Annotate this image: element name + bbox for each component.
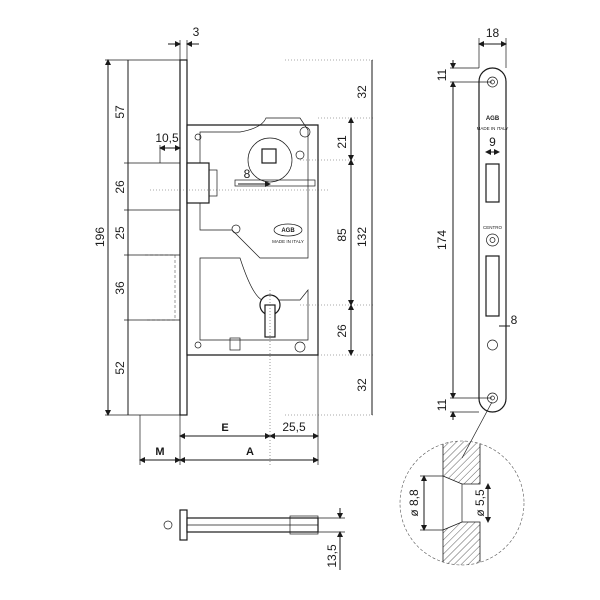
lock-logo: AGB bbox=[281, 228, 295, 234]
detail-section-lower bbox=[442, 521, 481, 565]
case-inner-contour bbox=[199, 117, 309, 259]
right-dimensions: 32 21 85 132 26 32 bbox=[285, 59, 375, 416]
logo-oval bbox=[273, 223, 303, 237]
strike-window-upper bbox=[485, 163, 500, 203]
hub-pin bbox=[295, 150, 305, 160]
dim-bottom-52: 52 bbox=[113, 361, 127, 375]
strike-adjuster-inner bbox=[489, 237, 496, 243]
detail-section-upper bbox=[442, 441, 481, 485]
dim-inner-132: 132 bbox=[355, 227, 369, 247]
cam-area bbox=[199, 257, 309, 341]
bottom-faceplate bbox=[179, 509, 188, 541]
lock-front-view: AGB MADE IN ITALY bbox=[145, 59, 330, 465]
dim-inner-diameter: ø 5,5 bbox=[473, 489, 487, 517]
dim-strike-window: 9 bbox=[489, 135, 496, 149]
dim-handle-to-key: 25,5 bbox=[282, 420, 306, 434]
bottom-dimensions: E 25,5 M A bbox=[139, 355, 319, 465]
lock-made-in: MADE IN ITALY bbox=[272, 239, 304, 244]
dim-bottom-height: 13,5 bbox=[325, 544, 339, 568]
latch-lever bbox=[234, 179, 316, 187]
dim-mid-25: 25 bbox=[113, 226, 127, 240]
bottom-screw bbox=[163, 520, 173, 530]
dim-thickness-3: 3 bbox=[193, 25, 200, 39]
left-dimensions: 57 26 25 36 52 196 bbox=[93, 59, 180, 416]
latch-width-dim: 8 bbox=[238, 167, 271, 187]
bolt-slot bbox=[229, 337, 241, 351]
latch-tip bbox=[208, 169, 218, 197]
strike-window-lower bbox=[485, 255, 500, 317]
dim-a-label: A bbox=[246, 446, 254, 458]
rivet bbox=[194, 133, 202, 141]
strike-adjuster bbox=[486, 233, 499, 247]
dim-latch-projection: 10,5 bbox=[155, 131, 179, 145]
dim-center-85: 85 bbox=[335, 228, 349, 242]
strike-dimensions: 18 11 174 11 9 8 bbox=[435, 26, 518, 420]
latch-projection-dim: 10,5 bbox=[155, 131, 181, 163]
dim-m-label: M bbox=[155, 446, 164, 458]
dim-right-top-32: 32 bbox=[355, 85, 369, 99]
rivet bbox=[194, 341, 202, 349]
screw-hole-top bbox=[299, 126, 311, 138]
strike-logo: AGB bbox=[486, 116, 500, 122]
strike-plate-view: AGB MADE IN ITALY CENTRO bbox=[477, 67, 509, 413]
strike-made-in: MADE IN ITALY bbox=[477, 126, 509, 131]
dim-total-196: 196 bbox=[93, 227, 107, 247]
lock-bottom-view: 13,5 bbox=[163, 508, 345, 570]
dim-strike-lower: 8 bbox=[511, 313, 518, 327]
latch-bolt bbox=[186, 162, 210, 204]
dim-latch-26: 26 bbox=[113, 180, 127, 194]
dim-cutout-36: 36 bbox=[113, 281, 127, 295]
bottom-detail bbox=[289, 515, 319, 535]
faceplate bbox=[179, 59, 188, 416]
dim-strike-top: 11 bbox=[435, 68, 449, 81]
countersink-detail: ø 8,8 ø 5,5 bbox=[399, 440, 525, 566]
dim-strike-spacing: 174 bbox=[435, 230, 449, 250]
hidden-profile bbox=[145, 254, 176, 321]
dim-spindle-21: 21 bbox=[335, 135, 349, 149]
strike-centro: CENTRO bbox=[483, 225, 502, 230]
screw-hole-bottom bbox=[294, 341, 306, 353]
dim-e-label: E bbox=[221, 422, 228, 434]
dim-outer-diameter: ø 8,8 bbox=[407, 489, 421, 517]
dim-keyhole-26: 26 bbox=[335, 324, 349, 338]
dim-right-bottom-32: 32 bbox=[355, 378, 369, 392]
faceplate-thickness-dim: 3 bbox=[168, 25, 200, 60]
dim-strike-width: 18 bbox=[486, 26, 500, 40]
screw-hole-mid bbox=[231, 224, 241, 234]
dim-strike-bottom: 11 bbox=[435, 398, 449, 411]
dim-latch-width-8: 8 bbox=[244, 167, 251, 181]
spindle-square bbox=[261, 148, 277, 164]
strike-hole-lower bbox=[487, 339, 498, 351]
dim-top-57: 57 bbox=[113, 105, 127, 119]
